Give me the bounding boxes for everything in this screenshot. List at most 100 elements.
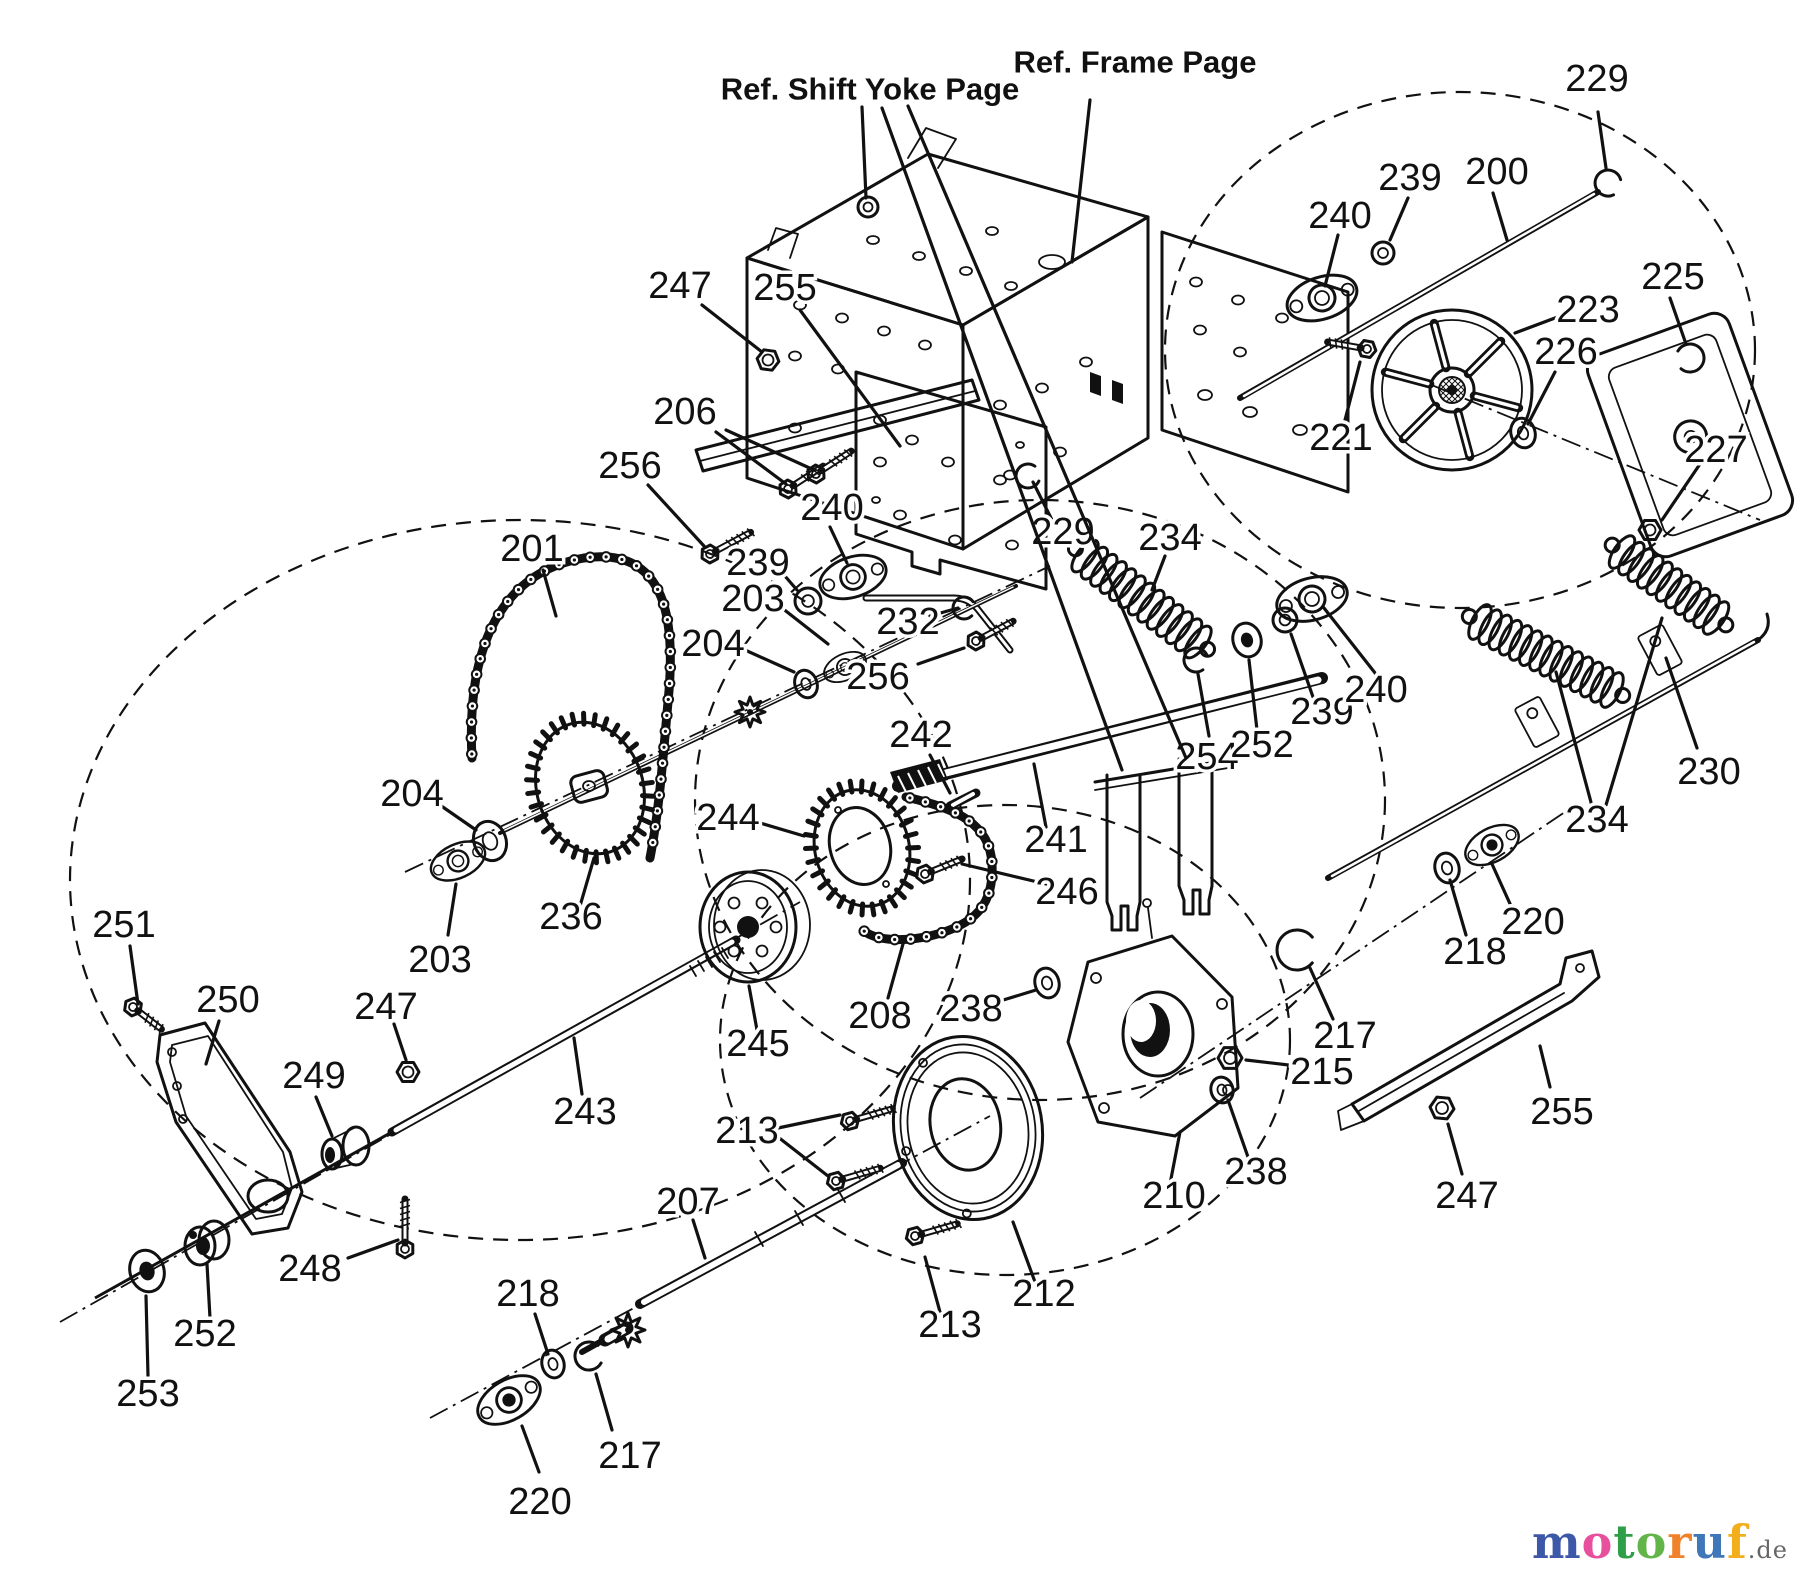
leader-line — [780, 606, 830, 646]
housing-210 — [1066, 898, 1240, 1138]
retaining-ring — [1275, 928, 1314, 972]
leader-line — [1032, 762, 1048, 829]
part-label-203-15: 203 — [721, 578, 784, 620]
part-label-254-24: 254 — [1175, 736, 1238, 778]
washer — [1033, 966, 1061, 1000]
leader-line — [204, 1019, 221, 1066]
retaining-ring — [1182, 646, 1209, 674]
leader-line — [1343, 360, 1362, 422]
bolt — [904, 1218, 963, 1247]
leader-line — [743, 648, 796, 674]
watermark-suffix: .de — [1747, 1536, 1788, 1564]
leader-line — [916, 646, 966, 666]
flange-bearing — [823, 650, 867, 684]
leader-line — [1150, 554, 1167, 592]
bolt — [825, 1163, 884, 1192]
washer — [128, 1248, 166, 1294]
watermark-letter: r — [1667, 1515, 1693, 1569]
leader-line — [594, 1372, 614, 1432]
leader-line — [533, 1312, 550, 1356]
part-label-236-59: 236 — [539, 896, 602, 938]
friction-disc-212 — [891, 1034, 1045, 1222]
part-label-246-60: 246 — [1035, 871, 1098, 913]
reference-label-0: Ref. Shift Yoke Page — [721, 72, 1020, 107]
part-label-251-32: 251 — [92, 904, 155, 946]
leader-line — [1323, 233, 1340, 288]
leader-line — [314, 1095, 334, 1138]
axle-rod-200 — [1237, 189, 1601, 401]
watermark-letter: m — [1531, 1515, 1582, 1569]
chain-201 — [466, 552, 675, 863]
leader-line — [144, 1294, 150, 1378]
part-label-243-39: 243 — [553, 1091, 616, 1133]
part-label-230-28: 230 — [1677, 751, 1740, 793]
leader-line — [1322, 606, 1381, 680]
part-label-206-10: 206 — [653, 391, 716, 433]
frame-assembly — [745, 127, 1350, 591]
leader-line — [1388, 196, 1410, 242]
sprockets — [524, 710, 922, 918]
part-label-208-46: 208 — [848, 995, 911, 1037]
part-label-239-26: 239 — [1290, 691, 1353, 733]
leader-line — [724, 428, 816, 472]
bracket-255-right — [1337, 949, 1601, 1131]
part-label-250-33: 250 — [196, 979, 259, 1021]
watermark-letter: o — [1635, 1515, 1668, 1569]
part-label-253-38: 253 — [116, 1373, 179, 1415]
shaft-collar-252 — [183, 1219, 231, 1267]
leader-line — [1244, 1058, 1299, 1068]
leader-line — [1596, 110, 1608, 170]
part-label-220-44: 220 — [508, 1481, 571, 1523]
leader-line — [1168, 1130, 1182, 1186]
washer — [540, 1348, 566, 1380]
watermark-letter: u — [1692, 1515, 1727, 1569]
leader-line — [541, 568, 558, 618]
hex-nut — [1637, 519, 1663, 541]
leader-line — [1196, 672, 1211, 738]
part-label-245-45: 245 — [726, 1023, 789, 1065]
leader-line — [1247, 658, 1259, 732]
part-label-200-2: 200 — [1465, 151, 1528, 193]
leader-line — [758, 821, 806, 838]
watermark-letter: t — [1613, 1515, 1636, 1569]
part-label-225-4: 225 — [1641, 256, 1704, 298]
washer — [793, 668, 819, 700]
bolt — [1324, 337, 1378, 359]
leader-line — [446, 882, 458, 937]
wheel-223 — [1370, 308, 1534, 472]
part-label-239-14: 239 — [726, 542, 789, 584]
part-label-201-12: 201 — [500, 528, 563, 570]
part-label-249-34: 249 — [282, 1055, 345, 1097]
bolt — [806, 447, 855, 485]
leader-line — [776, 1113, 842, 1130]
leader-line — [572, 1036, 584, 1096]
part-label-204-16: 204 — [681, 623, 744, 665]
leader-line — [776, 1135, 830, 1178]
part-label-223-5: 223 — [1556, 289, 1619, 331]
leader-line — [1526, 370, 1557, 426]
part-label-213-40: 213 — [715, 1110, 778, 1152]
part-label-218-54: 218 — [1443, 931, 1506, 973]
leader-line — [1668, 296, 1688, 346]
bearing — [793, 586, 823, 616]
part-label-238-51: 238 — [1224, 1151, 1287, 1193]
retaining-ring — [1676, 342, 1706, 374]
retaining-ring — [951, 595, 975, 621]
part-label-218-42: 218 — [496, 1273, 559, 1315]
hex-nut — [1216, 1046, 1244, 1070]
part-label-210-50: 210 — [1142, 1175, 1205, 1217]
hex-nut — [1428, 1095, 1456, 1121]
part-label-252-37: 252 — [173, 1313, 236, 1355]
part-label-255-9: 255 — [753, 267, 816, 309]
part-label-241-23: 241 — [1024, 819, 1087, 861]
part-label-226-6: 226 — [1534, 331, 1597, 373]
leader-line — [1664, 656, 1699, 750]
leader-line — [578, 856, 596, 908]
part-label-215-52: 215 — [1290, 1051, 1353, 1093]
part-label-240-13: 240 — [800, 487, 863, 529]
part-label-232-17: 232 — [876, 601, 939, 643]
bearing — [856, 195, 880, 219]
reference-leader-line — [906, 104, 1188, 760]
part-label-242-22: 242 — [889, 714, 952, 756]
sprocket-236-hub — [569, 769, 609, 804]
